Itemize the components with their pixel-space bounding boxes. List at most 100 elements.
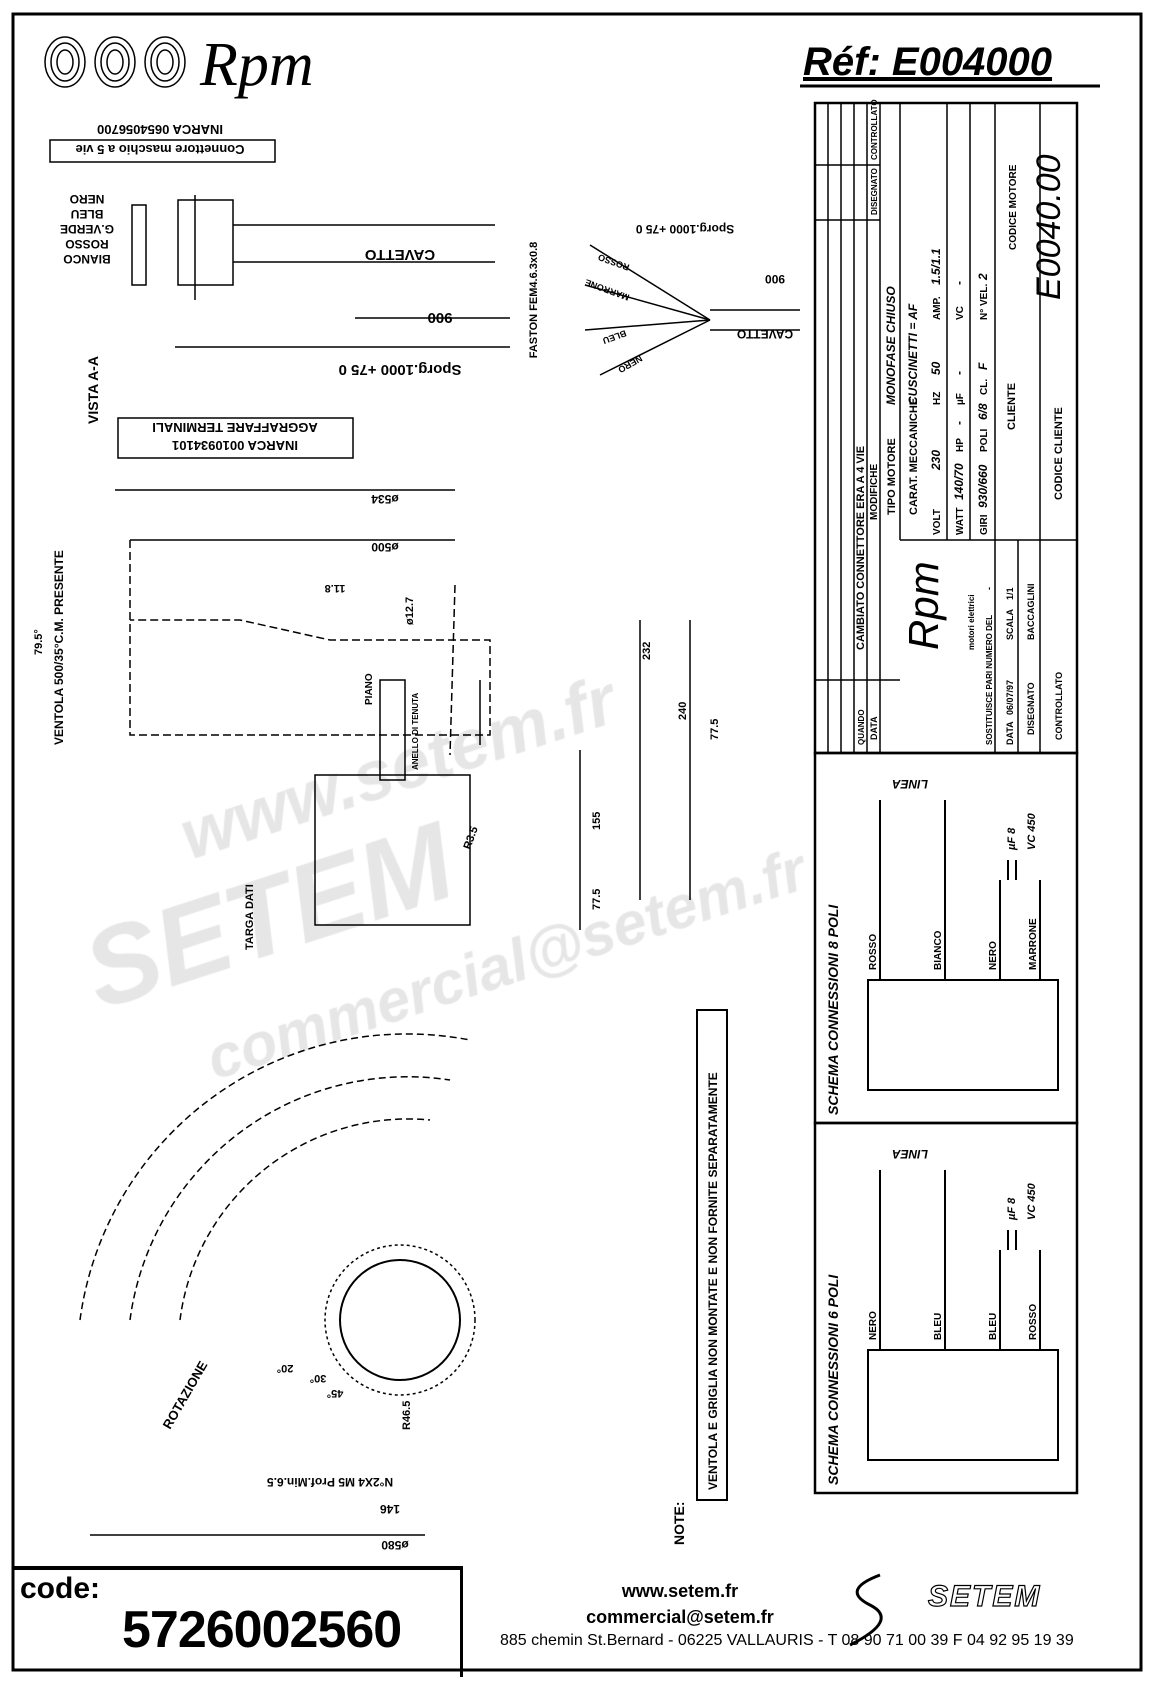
seal-ring-label: ANELLO DI TENUTA — [411, 693, 420, 770]
faston-dim-sporg: Sporg.1000 +75 0 — [635, 222, 734, 236]
schema8-linea: LINEA — [892, 777, 928, 791]
dim-r3-5: R3.5 — [462, 825, 481, 851]
title-block: QUANDO CAMBIATO CONNETTORE ERA A 4 VIE M… — [813, 99, 1079, 755]
dim-sporg: Sporg.1000 +75 0 — [339, 361, 462, 378]
schema8-title: SCHEMA CONNESSIONI 8 POLI — [825, 904, 841, 1115]
watt-label: WATT — [955, 507, 966, 535]
rpm-logo-icon — [44, 36, 186, 88]
page-frame — [11, 12, 1143, 1672]
cliente-label: CLIENTE — [1006, 383, 1018, 430]
code-value: 5726002560 — [122, 1601, 402, 1659]
rotation-label: ROTAZIONE — [160, 1358, 211, 1431]
carat-label: CARAT. MECCANICHE — [908, 398, 920, 515]
nvel: 2 — [976, 273, 990, 281]
fan-front-view — [79, 1033, 476, 1396]
reference-number: Réf: E004000 — [803, 40, 1053, 84]
poli-label: POLI — [979, 428, 990, 452]
dim-900: 900 — [427, 309, 452, 326]
sostituisce-label: SOSTITUISCE PARI NUMERO DEL — [985, 615, 994, 745]
schema8-wire-4: MARRONE — [1028, 918, 1039, 970]
fan-note: VENTOLA 500/35°C.M. PRESENTE — [52, 550, 66, 745]
schema6-title: SCHEMA CONNESSIONI 6 POLI — [825, 1274, 841, 1485]
vc: - — [952, 281, 966, 285]
dim-580: ø580 — [381, 1538, 409, 1552]
schema-6-poli: SCHEMA CONNESSIONI 6 POLI LINEA NERO BLE… — [813, 1121, 1079, 1495]
dim-534: ø534 — [371, 492, 399, 506]
uf-label: µF — [955, 393, 966, 405]
schema6-wire-1: NERO — [868, 1311, 879, 1340]
motor-side-view — [115, 489, 691, 930]
faston-marrone: MARRONE — [584, 277, 631, 302]
code-label: code: — [20, 1572, 101, 1605]
codice-cliente-label: CODICE CLIENTE — [1053, 407, 1065, 500]
watt: 140/70 — [952, 463, 966, 500]
hp: - — [952, 421, 966, 425]
uf: - — [952, 371, 966, 375]
dim-116: 232 — [641, 642, 653, 660]
dim-12-7: ø12.7 — [404, 597, 416, 625]
website-link[interactable]: www.setem.fr — [621, 1581, 739, 1601]
schema8-cap-vc: VC 450 — [1026, 812, 1038, 850]
faston-bleu: BLEU — [601, 328, 627, 346]
giri-label: GIRI — [979, 514, 990, 535]
sostituisce-value: - — [984, 587, 994, 590]
schema8-wire-1: ROSSO — [868, 934, 879, 970]
carat: CUSCINETTI = AF — [906, 303, 920, 405]
codice-motore-label: CODICE MOTORE — [1008, 164, 1019, 250]
faston-label: FASTON FEM4.6.3x0.8 — [528, 242, 540, 359]
amp-label: AMP. — [932, 296, 943, 320]
disegnato: BACCAGLINI — [1026, 584, 1036, 641]
controllato-label: CONTROLLATO — [1054, 672, 1064, 740]
angle-45: 45° — [327, 1387, 344, 1399]
schema6-wire-4: ROSSO — [1028, 1304, 1039, 1340]
disegnato-header: DISEGNATO — [870, 168, 879, 215]
scala: 1/1 — [1005, 587, 1015, 600]
wire-nero: NERO — [70, 192, 105, 206]
faston-nero: NERO — [616, 353, 644, 375]
dim-77-5: 155 — [591, 812, 603, 830]
crimp-note: AGGRAFFARE TERMINALI — [152, 420, 317, 435]
controllato-header: CONTROLLATO — [870, 99, 879, 160]
plane-label: PIANO — [364, 673, 375, 705]
title-block-brand: Rpm — [900, 561, 947, 650]
wire-bianco: BIANCO — [63, 252, 110, 266]
connector-code: INARCA 0654056700 — [97, 122, 223, 137]
codice-motore: E0040.00 — [1030, 154, 1068, 300]
code-box — [12, 1566, 463, 1677]
faston-wires — [584, 244, 800, 376]
scala-label: SCALA — [1005, 609, 1015, 640]
dim-287: 77.5 — [709, 719, 721, 740]
disegnato-label: DISEGNATO — [1026, 682, 1036, 735]
note-text: VENTOLA E GRIGLIA NON MONTATE E NON FORN… — [706, 1072, 720, 1490]
amp: 1.5/1.1 — [929, 248, 943, 285]
email-link[interactable]: commercial@setem.fr — [586, 1607, 774, 1627]
dim-232: 240 — [677, 702, 689, 720]
schema8-cap-uf: µF 8 — [1006, 827, 1018, 851]
faston-dim-900: 900 — [765, 272, 785, 286]
tipo-motore: MONOFASE CHIUSO — [884, 286, 898, 405]
note-label: NOTE: — [671, 1501, 687, 1545]
data-value: 06/07/97 — [1005, 680, 1015, 715]
schema6-wire-3: BLEU — [988, 1313, 999, 1340]
schema6-wire-2: BLEU — [933, 1313, 944, 1340]
nameplate-label: TARGA DATI — [244, 884, 256, 950]
dim-r46-5: R46.5 — [401, 1401, 413, 1430]
vc-label: VC — [955, 306, 966, 320]
schema6-linea: LINEA — [892, 1147, 928, 1161]
angle-20: 20° — [277, 1362, 294, 1374]
schema8-wire-2: BIANCO — [933, 930, 944, 970]
crimp-code: INARCA 0010934101 — [172, 438, 298, 453]
schema6-cap-uf: µF 8 — [1006, 1197, 1018, 1221]
setem-swoosh-icon — [849, 1573, 883, 1647]
schema-8-poli: SCHEMA CONNESSIONI 8 POLI LINEA ROSSO BI… — [813, 751, 1079, 1125]
faston-rosso: ROSSO — [597, 252, 631, 273]
brand-title: Rpm — [200, 31, 314, 99]
view-label: VISTA A-A — [85, 356, 101, 424]
address: 885 chemin St.Bernard - 06225 VALLAURIS … — [500, 1632, 1074, 1649]
wire-gverde: G.VERDE — [60, 222, 114, 236]
wire-rosso: ROSSO — [65, 237, 108, 251]
revision-text: CAMBIATO CONNETTORE ERA A 4 VIE — [855, 446, 867, 650]
holes-label: N°2X4 M5 Prof.Min.6.5 — [267, 1475, 393, 1489]
setem-logo: SETEM — [927, 1579, 1042, 1613]
